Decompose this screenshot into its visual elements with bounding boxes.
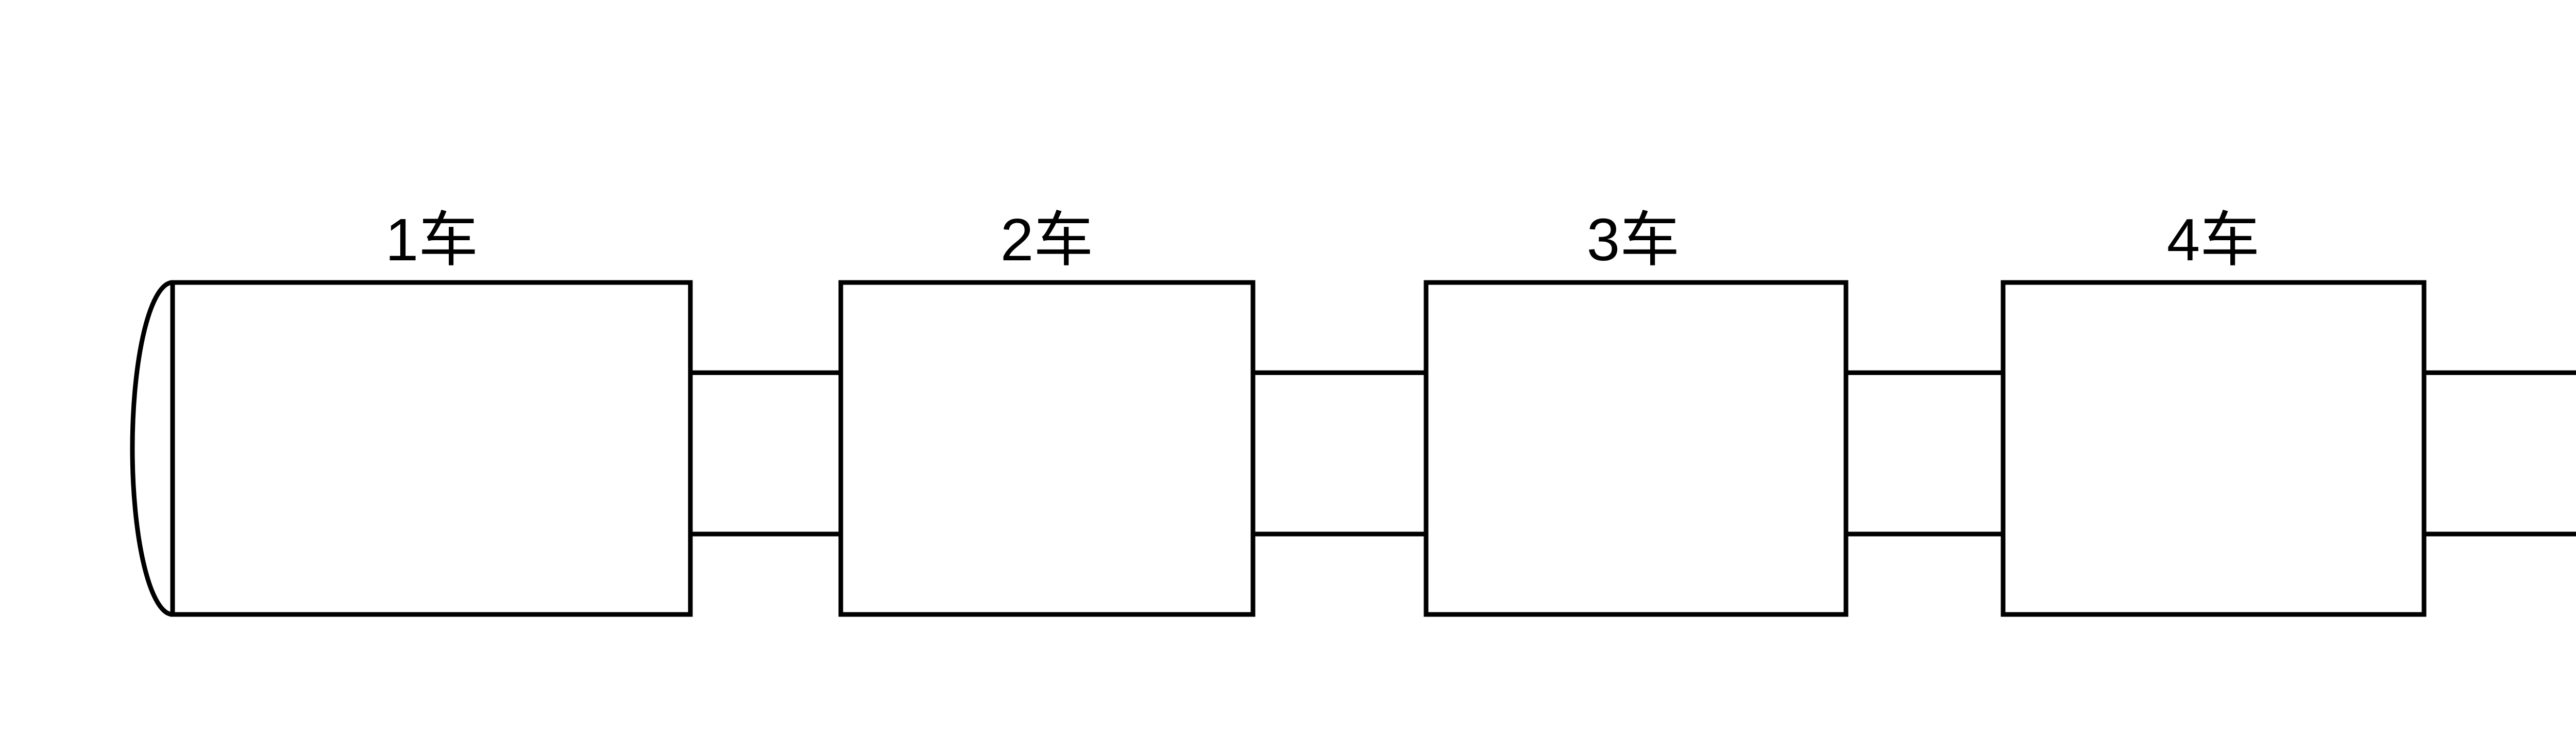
car-body-2[interactable] bbox=[838, 280, 1256, 617]
car-body-3[interactable] bbox=[1423, 280, 1849, 617]
car-label-3: 3车 bbox=[1587, 206, 1680, 273]
coupler-3-4 bbox=[1846, 370, 2003, 537]
coupler-2-3 bbox=[1253, 370, 1426, 537]
front-nose-cap bbox=[130, 280, 173, 617]
car-body-1[interactable] bbox=[170, 280, 693, 617]
coupler-4-5 bbox=[2424, 370, 2576, 537]
coupler-group bbox=[690, 370, 2576, 537]
car-label-4: 4车 bbox=[2167, 206, 2260, 273]
car-label-2: 2车 bbox=[1001, 206, 1094, 273]
coupler-1-2 bbox=[690, 370, 841, 537]
car-label-group: 1车 2车 3车 4车 5车 6车 bbox=[385, 206, 2260, 273]
car-label-1: 1车 bbox=[385, 206, 479, 273]
car-body-4[interactable] bbox=[2001, 280, 2427, 617]
car-body-group bbox=[170, 280, 2427, 617]
